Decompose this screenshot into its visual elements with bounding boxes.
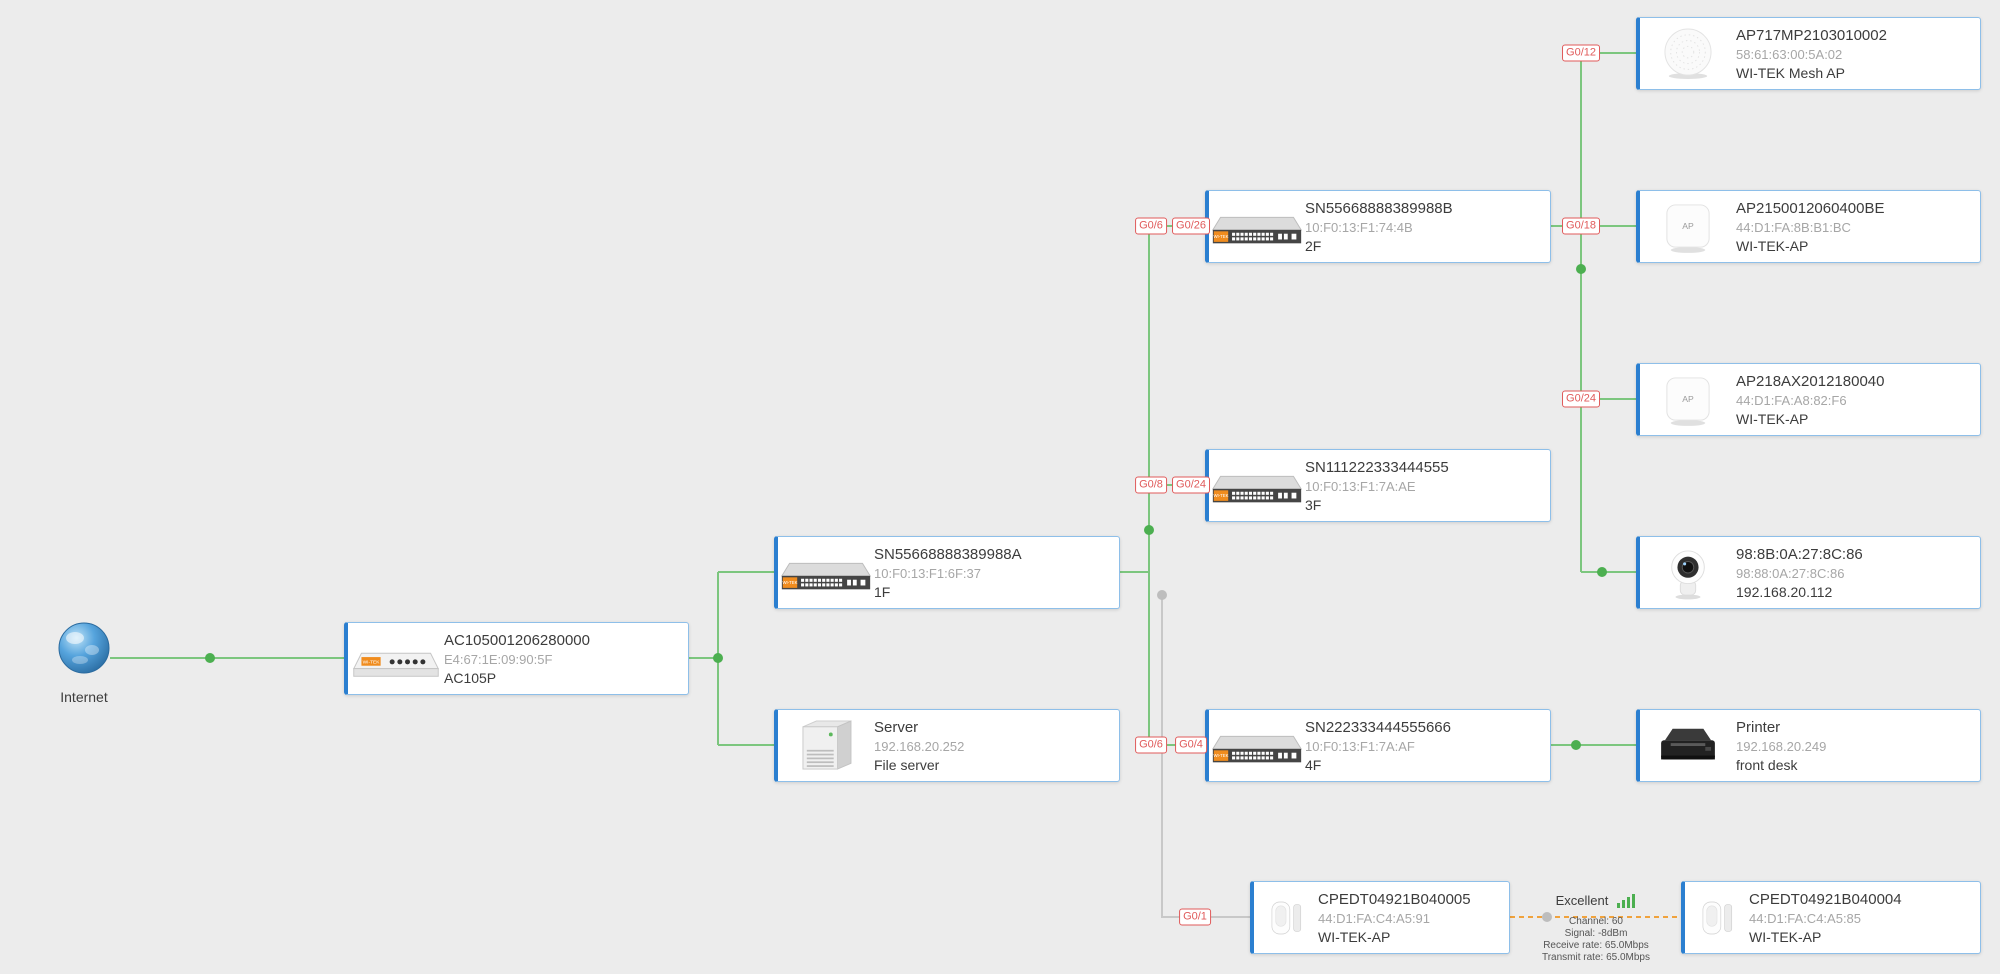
device-ip: 192.168.20.252	[874, 738, 965, 754]
device-name: 98:8B:0A:27:8C:86	[1736, 545, 1863, 563]
device-card-ap218ax[interactable]: AP218AX2012180040 44:D1:FA:A8:82:F6 WI-T…	[1636, 363, 1981, 436]
device-card-cpe-005[interactable]: CPEDT04921B040005 44:D1:FA:C4:A5:91 WI-T…	[1250, 881, 1510, 954]
device-name: SN55668888389988A	[874, 545, 1022, 563]
device-description: front desk	[1736, 756, 1798, 773]
switch-icon	[1209, 198, 1305, 256]
device-name: SN222333444555666	[1305, 718, 1451, 736]
device-mac: 10:F0:13:F1:7A:AF	[1305, 738, 1415, 754]
device-name: SN55668888389988B	[1305, 199, 1453, 217]
internet-label: Internet	[60, 689, 108, 705]
device-mac: 44:D1:FA:C4:A5:85	[1749, 910, 1862, 926]
device-type: WI-TEK-AP	[1736, 410, 1809, 427]
device-mac: 10:F0:13:F1:74:4B	[1305, 219, 1413, 235]
port-badge-4f-uplink: G0/6	[1135, 736, 1167, 754]
device-card-ac105p[interactable]: AC105001206280000 E4:67:1E:09:90:5F AC10…	[344, 622, 689, 695]
device-name: Printer	[1736, 718, 1781, 736]
device-mac: 98:88:0A:27:8C:86	[1736, 565, 1845, 581]
device-mac: 44:D1:FA:C4:A5:91	[1318, 910, 1431, 926]
wireless-stat-receive-rate: Receive rate: 65.0Mbps	[1543, 940, 1649, 951]
cpe-icon	[1685, 891, 1749, 945]
device-ip: 192.168.20.112	[1736, 583, 1833, 600]
device-ip: 192.168.20.249	[1736, 738, 1827, 754]
device-mac: 10:F0:13:F1:7A:AE	[1305, 478, 1416, 494]
wireless-stat-signal: Signal: -8dBm	[1564, 928, 1628, 939]
device-card-mesh-ap[interactable]: AP717MP2103010002 58:61:63:00:5A:02 WI-T…	[1636, 17, 1981, 90]
printer-icon	[1640, 717, 1736, 775]
wireless-link-info: Excellent Channel: 60 Signal: -8dBm Rece…	[1512, 893, 1680, 964]
device-name: SN111222333444555	[1305, 458, 1449, 476]
device-name: AC105001206280000	[444, 631, 590, 649]
port-badge-3f-inport: G0/24	[1172, 476, 1210, 494]
device-location: 3F	[1305, 496, 1322, 513]
device-location: 1F	[874, 583, 891, 600]
device-card-ip-camera[interactable]: 98:8B:0A:27:8C:86 98:88:0A:27:8C:86 192.…	[1636, 536, 1981, 609]
router-icon	[348, 630, 444, 688]
port-badge-2f-uplink: G0/6	[1135, 217, 1167, 235]
port-badge-mesh-uplink: G0/12	[1562, 44, 1600, 62]
signal-strength-icon	[1617, 893, 1636, 908]
device-name: AP717MP2103010002	[1736, 26, 1887, 44]
internet-globe-icon	[58, 622, 110, 674]
wireless-quality-label: Excellent	[1555, 893, 1609, 908]
device-model: AC105P	[444, 669, 497, 686]
access-point-icon	[1640, 371, 1736, 429]
device-card-ap2150[interactable]: AP2150012060400BE 44:D1:FA:8B:B1:BC WI-T…	[1636, 190, 1981, 263]
device-card-switch-3f[interactable]: SN111222333444555 10:F0:13:F1:7A:AE 3F	[1205, 449, 1551, 522]
device-type: WI-TEK-AP	[1318, 928, 1391, 945]
device-card-switch-2f[interactable]: SN55668888389988B 10:F0:13:F1:74:4B 2F	[1205, 190, 1551, 263]
device-mac: 44:D1:FA:A8:82:F6	[1736, 392, 1847, 408]
server-icon	[778, 717, 874, 775]
device-name: Server	[874, 718, 919, 736]
port-badge-4f-inport: G0/4	[1175, 736, 1207, 754]
port-badge-ap2150-link: G0/18	[1562, 217, 1600, 235]
cpe-icon	[1254, 891, 1318, 945]
device-description: File server	[874, 756, 940, 773]
device-location: 4F	[1305, 756, 1322, 773]
device-mac: 10:F0:13:F1:6F:37	[874, 565, 981, 581]
device-type: WI-TEK-AP	[1749, 928, 1822, 945]
port-badge-ap218-link: G0/24	[1562, 390, 1600, 408]
device-name: AP218AX2012180040	[1736, 372, 1885, 390]
switch-icon	[1209, 717, 1305, 775]
device-card-file-server[interactable]: Server 192.168.20.252 File server	[774, 709, 1120, 782]
port-badge-cpe-link: G0/1	[1179, 908, 1211, 926]
switch-icon	[1209, 457, 1305, 515]
device-card-printer[interactable]: Printer 192.168.20.249 front desk	[1636, 709, 1981, 782]
device-mac: E4:67:1E:09:90:5F	[444, 651, 553, 667]
device-type: WI-TEK-AP	[1736, 237, 1809, 254]
wireless-stat-transmit-rate: Transmit rate: 65.0Mbps	[1541, 952, 1650, 963]
internet-node[interactable]: Internet	[48, 620, 120, 705]
device-mac: 58:61:63:00:5A:02	[1736, 46, 1843, 62]
access-point-icon	[1640, 198, 1736, 256]
device-card-cpe-004[interactable]: CPEDT04921B040004 44:D1:FA:C4:A5:85 WI-T…	[1681, 881, 1981, 954]
device-location: 2F	[1305, 237, 1322, 254]
device-name: AP2150012060400BE	[1736, 199, 1885, 217]
wireless-stat-channel: Channel: 60	[1569, 916, 1623, 927]
camera-icon	[1640, 544, 1736, 602]
device-type: WI-TEK Mesh AP	[1736, 64, 1845, 81]
device-name: CPEDT04921B040004	[1749, 890, 1902, 908]
device-mac: 44:D1:FA:8B:B1:BC	[1736, 219, 1851, 235]
device-name: CPEDT04921B040005	[1318, 890, 1471, 908]
mesh-ap-icon	[1640, 25, 1736, 83]
port-badge-3f-uplink: G0/8	[1135, 476, 1167, 494]
port-badge-2f-inport: G0/26	[1172, 217, 1210, 235]
device-card-switch-1f[interactable]: SN55668888389988A 10:F0:13:F1:6F:37 1F	[774, 536, 1120, 609]
switch-icon	[778, 544, 874, 602]
device-card-switch-4f[interactable]: SN222333444555666 10:F0:13:F1:7A:AF 4F	[1205, 709, 1551, 782]
